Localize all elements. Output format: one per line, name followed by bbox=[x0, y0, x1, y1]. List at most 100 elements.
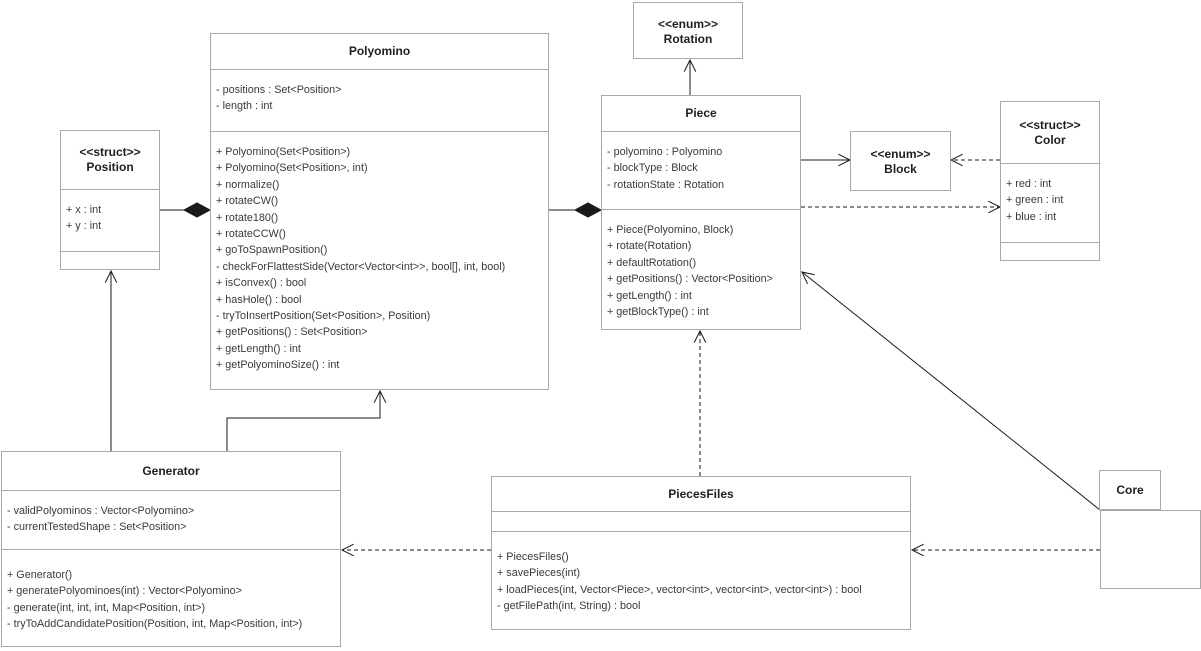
attribute-row: - currentTestedShape : Set<Position> bbox=[7, 521, 187, 534]
method-row: + goToSpawnPosition() bbox=[216, 244, 328, 257]
method-row: + loadPieces(int, Vector<Piece>, vector<… bbox=[497, 583, 862, 596]
class-methods-generator: + Generator() + generatePolyominoes(int) … bbox=[2, 549, 340, 648]
method-row: + Polyomino(Set<Position>, int) bbox=[216, 162, 368, 175]
class-title-color: <<struct>>Color bbox=[1001, 102, 1099, 163]
open-arrowhead-icon bbox=[373, 389, 387, 403]
class-name: Piece bbox=[685, 106, 717, 120]
connector-core-to-piece[interactable] bbox=[801, 271, 1101, 511]
method-row: + Piece(Polyomino, Block) bbox=[607, 224, 734, 236]
class-stereotype: <<enum>> bbox=[657, 16, 719, 31]
method-row: + rotate180() bbox=[216, 211, 279, 224]
attribute-row: + x : int bbox=[66, 204, 102, 216]
class-attributes-piece: - polyomino : Polyomino- blockType : Blo… bbox=[602, 131, 800, 209]
connector-generator-to-position[interactable] bbox=[104, 269, 118, 451]
method-row: + hasHole() : bool bbox=[216, 293, 302, 306]
class-name: Generator bbox=[142, 463, 200, 478]
open-arrowhead-icon bbox=[949, 153, 963, 167]
class-polyomino[interactable]: Polyomino - positions : Set<Position> - le… bbox=[210, 33, 549, 390]
open-arrowhead-icon bbox=[683, 58, 697, 72]
class-name: Polyomino bbox=[348, 44, 411, 58]
class-name: Position bbox=[86, 160, 134, 174]
attribute-row: - polyomino : Polyomino bbox=[607, 146, 723, 158]
method-row: - generate(int, int, int, Map<Position, … bbox=[7, 601, 206, 614]
method-row: + normalize() bbox=[216, 178, 280, 191]
method-row: - tryToInsertPosition(Set<Position>, Pos… bbox=[216, 310, 431, 323]
attribute-row: - rotationState : Rotation bbox=[607, 178, 725, 191]
open-arrowhead-icon bbox=[104, 269, 118, 283]
connector-piecesfiles-to-generator[interactable] bbox=[340, 543, 491, 557]
open-arrowhead-icon bbox=[910, 543, 924, 557]
class-position[interactable]: <<struct>>Position + x : int + y : int bbox=[60, 130, 160, 270]
connector-piecesfiles-to-piece[interactable] bbox=[693, 329, 707, 476]
connector-core-to-piecesfiles[interactable] bbox=[910, 543, 1100, 557]
method-row: + defaultRotation() bbox=[607, 256, 697, 269]
method-row: + rotateCW() bbox=[216, 195, 279, 208]
connector-line bbox=[801, 271, 1101, 511]
method-row: + getLength() : int bbox=[216, 342, 301, 355]
class-attributes-polyomino: - positions : Set<Position> - length : in… bbox=[211, 69, 548, 131]
attribute-row: + green : int bbox=[1006, 194, 1064, 207]
class-name: Color bbox=[1034, 132, 1066, 147]
method-row: - checkForFlattestSide(Vector<Vector<int… bbox=[216, 260, 506, 273]
class-stereotype: <<enum>> bbox=[870, 147, 931, 161]
class-attributes-color: + red : int + green : int + blue : int bbox=[1001, 163, 1099, 242]
class-title-position: <<struct>>Position bbox=[61, 131, 159, 189]
class-methods-position bbox=[61, 251, 159, 271]
package-core-body bbox=[1100, 510, 1201, 589]
class-generator[interactable]: Generator - validPolyominos : Vector<Poly… bbox=[1, 451, 341, 647]
connector-color-to-block[interactable] bbox=[949, 153, 1000, 167]
class-methods-polyomino: + Polyomino(Set<Position>)+ Polyomino(Se… bbox=[211, 131, 548, 391]
class-title-block: <<enum>>Block bbox=[851, 132, 950, 192]
method-row: + getBlockType() : int bbox=[607, 306, 709, 319]
open-arrowhead-icon bbox=[693, 329, 707, 343]
package-core-name: Core bbox=[1116, 483, 1144, 497]
composition-diamond-icon bbox=[573, 202, 603, 218]
class-attributes-position: + x : int + y : int bbox=[61, 189, 159, 251]
connector-piece-to-block[interactable] bbox=[801, 153, 852, 167]
attribute-row: - validPolyominos : Vector<Polyomino> bbox=[7, 505, 195, 517]
method-row: + getPolyominoSize() : int bbox=[216, 359, 340, 372]
method-row: + savePieces(int) bbox=[497, 567, 581, 580]
method-row: + generatePolyominoes(int) : Vector<Poly… bbox=[7, 585, 242, 598]
class-piece[interactable]: Piece - polyomino : Polyomino- blockType … bbox=[601, 95, 801, 330]
method-row: + Generator() bbox=[7, 569, 73, 581]
class-methods-color bbox=[1001, 242, 1099, 262]
class-attributes-piecesfiles bbox=[492, 511, 910, 531]
connector-polyomino-owns-position[interactable] bbox=[160, 202, 212, 218]
connector-piece-to-rotation[interactable] bbox=[683, 58, 697, 95]
attribute-row: - length : int bbox=[216, 100, 273, 113]
attribute-row: + y : int bbox=[66, 220, 102, 233]
open-arrowhead-icon bbox=[340, 543, 354, 557]
connector-generator-to-polyomino[interactable] bbox=[226, 389, 387, 451]
method-row: + rotateCCW() bbox=[216, 228, 286, 241]
class-methods-piece: + Piece(Polyomino, Block) + rotate(Rotati… bbox=[602, 209, 800, 331]
connector-piece-to-color[interactable] bbox=[801, 200, 1002, 214]
class-name: Block bbox=[884, 162, 917, 176]
method-row: - tryToAddCandidatePosition(Position, in… bbox=[7, 618, 303, 631]
class-stereotype: <<struct>> bbox=[1019, 117, 1081, 132]
class-color[interactable]: <<struct>>Color+ red : int+ green : int+… bbox=[1000, 101, 1100, 261]
class-piecesfiles[interactable]: PiecesFiles + PiecesFiles() + savePieces(i… bbox=[491, 476, 911, 630]
method-row: + getLength() : int bbox=[607, 289, 692, 302]
class-title-generator: Generator bbox=[2, 452, 340, 490]
class-block[interactable]: <<enum>>Block bbox=[850, 131, 951, 191]
method-row: - getFilePath(int, String) : bool bbox=[497, 600, 641, 613]
method-row: + getPositions() : Set<Position> bbox=[216, 326, 368, 339]
composition-diamond-icon bbox=[182, 202, 212, 218]
class-rotation[interactable]: <<enum>>Rotation bbox=[633, 2, 743, 59]
attribute-row: + blue : int bbox=[1006, 210, 1057, 223]
method-row: + getPositions() : Vector<Position> bbox=[607, 273, 773, 286]
method-row: + PiecesFiles() bbox=[497, 551, 569, 563]
attribute-row: + red : int bbox=[1006, 178, 1052, 190]
class-stereotype: <<struct>> bbox=[79, 145, 141, 159]
connector-piece-owns-polyomino[interactable] bbox=[549, 202, 603, 218]
connector-line bbox=[226, 391, 381, 451]
attribute-row: - positions : Set<Position> bbox=[216, 84, 342, 96]
class-title-piece: Piece bbox=[602, 96, 800, 131]
class-name: PiecesFiles bbox=[668, 486, 734, 501]
method-row: + rotate(Rotation) bbox=[607, 240, 692, 253]
class-title-rotation: <<enum>>Rotation bbox=[634, 3, 742, 60]
class-attributes-generator: - validPolyominos : Vector<Polyomino> - c… bbox=[2, 490, 340, 549]
